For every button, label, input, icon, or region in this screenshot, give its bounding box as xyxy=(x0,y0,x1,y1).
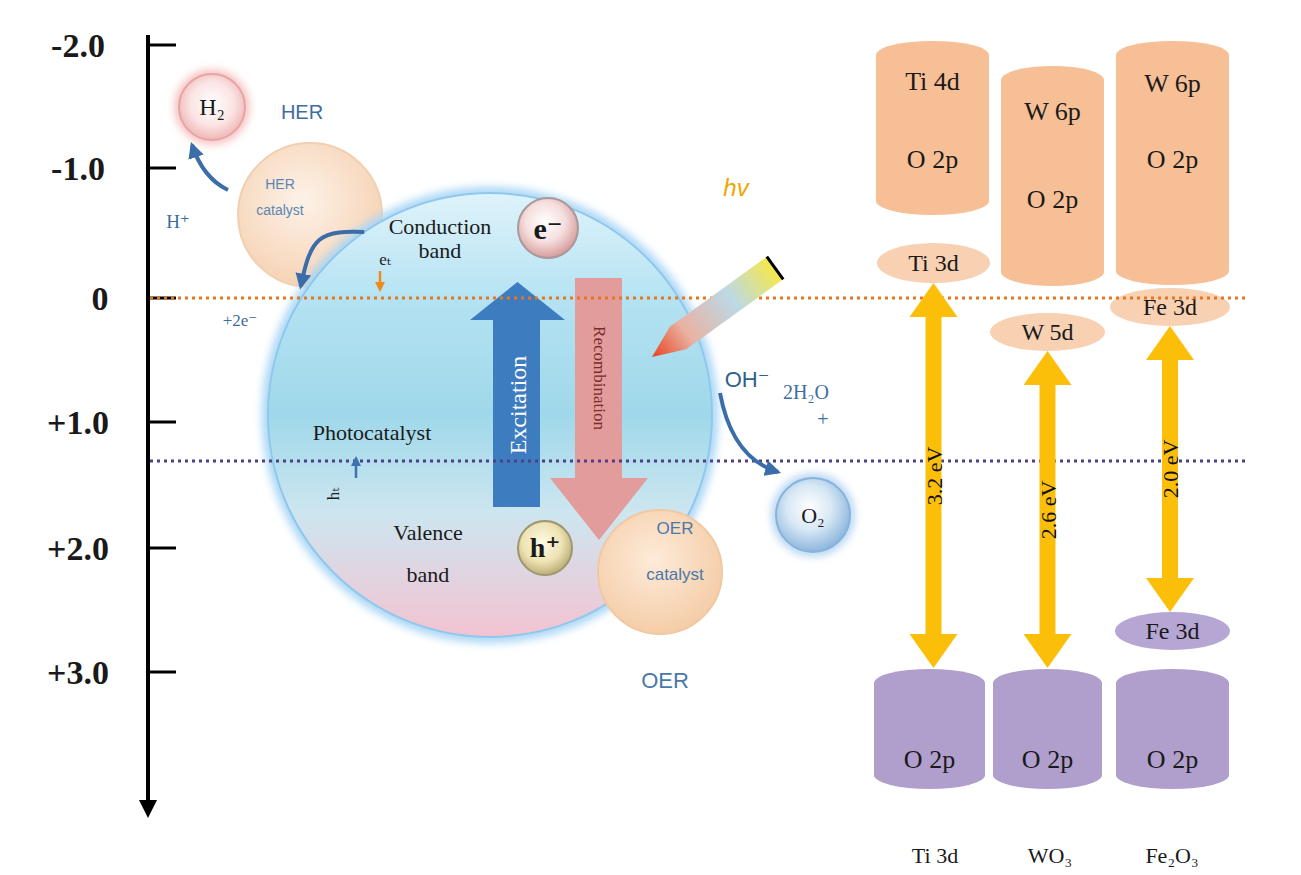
recombination-arrow: Recombination xyxy=(550,278,648,540)
conduction-band-block: Ti 4d O 2p xyxy=(875,40,990,216)
band-gap-arrow xyxy=(910,283,958,668)
band-gap-value: 3.2 eV xyxy=(921,446,946,505)
block-arrow-outline xyxy=(470,282,565,507)
valence-band-block: O 2p xyxy=(1115,668,1230,790)
material-label: Fe₂O₃ xyxy=(1145,843,1198,868)
valence-band-block: O 2p xyxy=(992,668,1103,790)
axis-value: -2.0 xyxy=(51,26,105,65)
axis-tick xyxy=(148,167,176,170)
node-text: H₂ xyxy=(199,93,225,121)
node-text: Ti 3d xyxy=(908,249,958,277)
node-text: Fe 3d xyxy=(1143,293,1197,321)
band-level-ellipse: Fe 3d xyxy=(1115,612,1230,650)
axis-tick xyxy=(148,297,176,300)
band-level-ellipse: Fe 3d xyxy=(1110,288,1230,326)
circle-outline xyxy=(518,198,578,258)
axis-tick xyxy=(148,671,176,674)
node-text: W 6p xyxy=(1024,97,1081,127)
node-text: Ti 4d xyxy=(905,67,960,97)
band-level-ellipse: Ti 3d xyxy=(877,243,990,283)
material-label: Ti 3d xyxy=(912,843,958,868)
node-shape xyxy=(875,40,990,216)
band-block-outline xyxy=(874,669,985,789)
node-text: Excitation xyxy=(504,356,532,455)
electron-bubble: e⁻ xyxy=(515,195,581,261)
node-text: O 2p xyxy=(1147,145,1198,175)
node-text: O 2p xyxy=(907,145,958,175)
band-gap-arrow xyxy=(1024,351,1072,668)
ellipse-outline xyxy=(877,243,990,283)
energy-axis xyxy=(146,35,150,802)
ellipse-outline xyxy=(1115,612,1230,650)
node-text: e⁻ xyxy=(533,211,562,246)
species-label: H⁺ xyxy=(166,211,190,233)
conduction-band-block: W 6p O 2p xyxy=(1115,40,1230,286)
axis-value: +1.0 xyxy=(47,403,109,442)
band-block-outline xyxy=(876,41,989,215)
band-gap-value: 2.0 eV xyxy=(1158,440,1183,499)
node-text: HER catalyst xyxy=(250,171,310,223)
band-gap-value: 2.6 eV xyxy=(1035,480,1060,539)
axis-tick xyxy=(148,547,176,550)
ellipse-outline xyxy=(990,313,1105,351)
block-arrow-outline xyxy=(550,278,648,540)
axis-tick xyxy=(148,421,176,424)
node-text: OER catalyst xyxy=(640,506,710,598)
excitation-arrow: Excitation xyxy=(470,282,565,507)
band-block-outline xyxy=(1116,669,1229,789)
product-bubble: H₂ xyxy=(176,71,248,143)
photon-label: hv xyxy=(723,174,748,202)
plus-sign: + xyxy=(817,408,828,431)
material-label: WO₃ xyxy=(1028,843,1072,868)
band-level-ellipse: W 5d xyxy=(990,313,1105,351)
beam-cap xyxy=(767,257,783,280)
node-text: O₂ xyxy=(801,503,825,528)
node-text: Recombination xyxy=(589,326,609,430)
node-text: Fe 3d xyxy=(1146,617,1200,645)
ellipse-outline xyxy=(1110,288,1230,326)
node-text: h⁺ xyxy=(530,532,560,564)
reaction-name: HER xyxy=(281,101,323,124)
product-bubble: O₂ xyxy=(773,475,853,555)
node-text: Conduction band xyxy=(380,215,500,263)
reaction-arrow xyxy=(720,393,778,472)
axis-tick xyxy=(148,44,176,47)
glow-ring xyxy=(179,74,245,140)
node-text: Photocatalyst xyxy=(313,420,432,445)
node-text: O 2p xyxy=(904,745,955,775)
circle-outline xyxy=(776,478,850,552)
axis-arrowhead xyxy=(139,800,157,818)
axis-value: -1.0 xyxy=(51,149,105,188)
catalyst-sphere: OER catalyst xyxy=(595,507,725,637)
glow-ring xyxy=(776,478,850,552)
node-text: O 2p xyxy=(1022,745,1073,775)
axis-value: +2.0 xyxy=(47,529,109,568)
circle-outline xyxy=(179,74,245,140)
hole-bubble: h⁺ xyxy=(515,518,575,578)
conduction-band-block: W 6p O 2p xyxy=(1000,65,1105,287)
node-text: W 6p xyxy=(1144,69,1201,99)
band-gap-arrow xyxy=(1146,326,1194,612)
axis-value: 0 xyxy=(92,279,109,318)
node-text: O 2p xyxy=(1147,745,1198,775)
circle-outline xyxy=(518,521,572,575)
band-block-outline xyxy=(1001,66,1104,286)
species-label: 2H₂O xyxy=(783,381,829,404)
node-text: W 5d xyxy=(1021,318,1073,346)
band-block-outline xyxy=(1116,41,1229,285)
species-label: OH⁻ xyxy=(725,367,770,392)
reaction-name: OER xyxy=(641,668,689,693)
node-text: Valence band xyxy=(378,512,478,596)
reaction-arrow xyxy=(192,145,228,190)
axis-value: +3.0 xyxy=(47,653,109,692)
node-text: O 2p xyxy=(1027,185,1078,215)
band-block-outline xyxy=(993,669,1102,789)
species-label: +2e⁻ xyxy=(223,311,258,331)
valence-band-block: O 2p xyxy=(873,668,986,790)
